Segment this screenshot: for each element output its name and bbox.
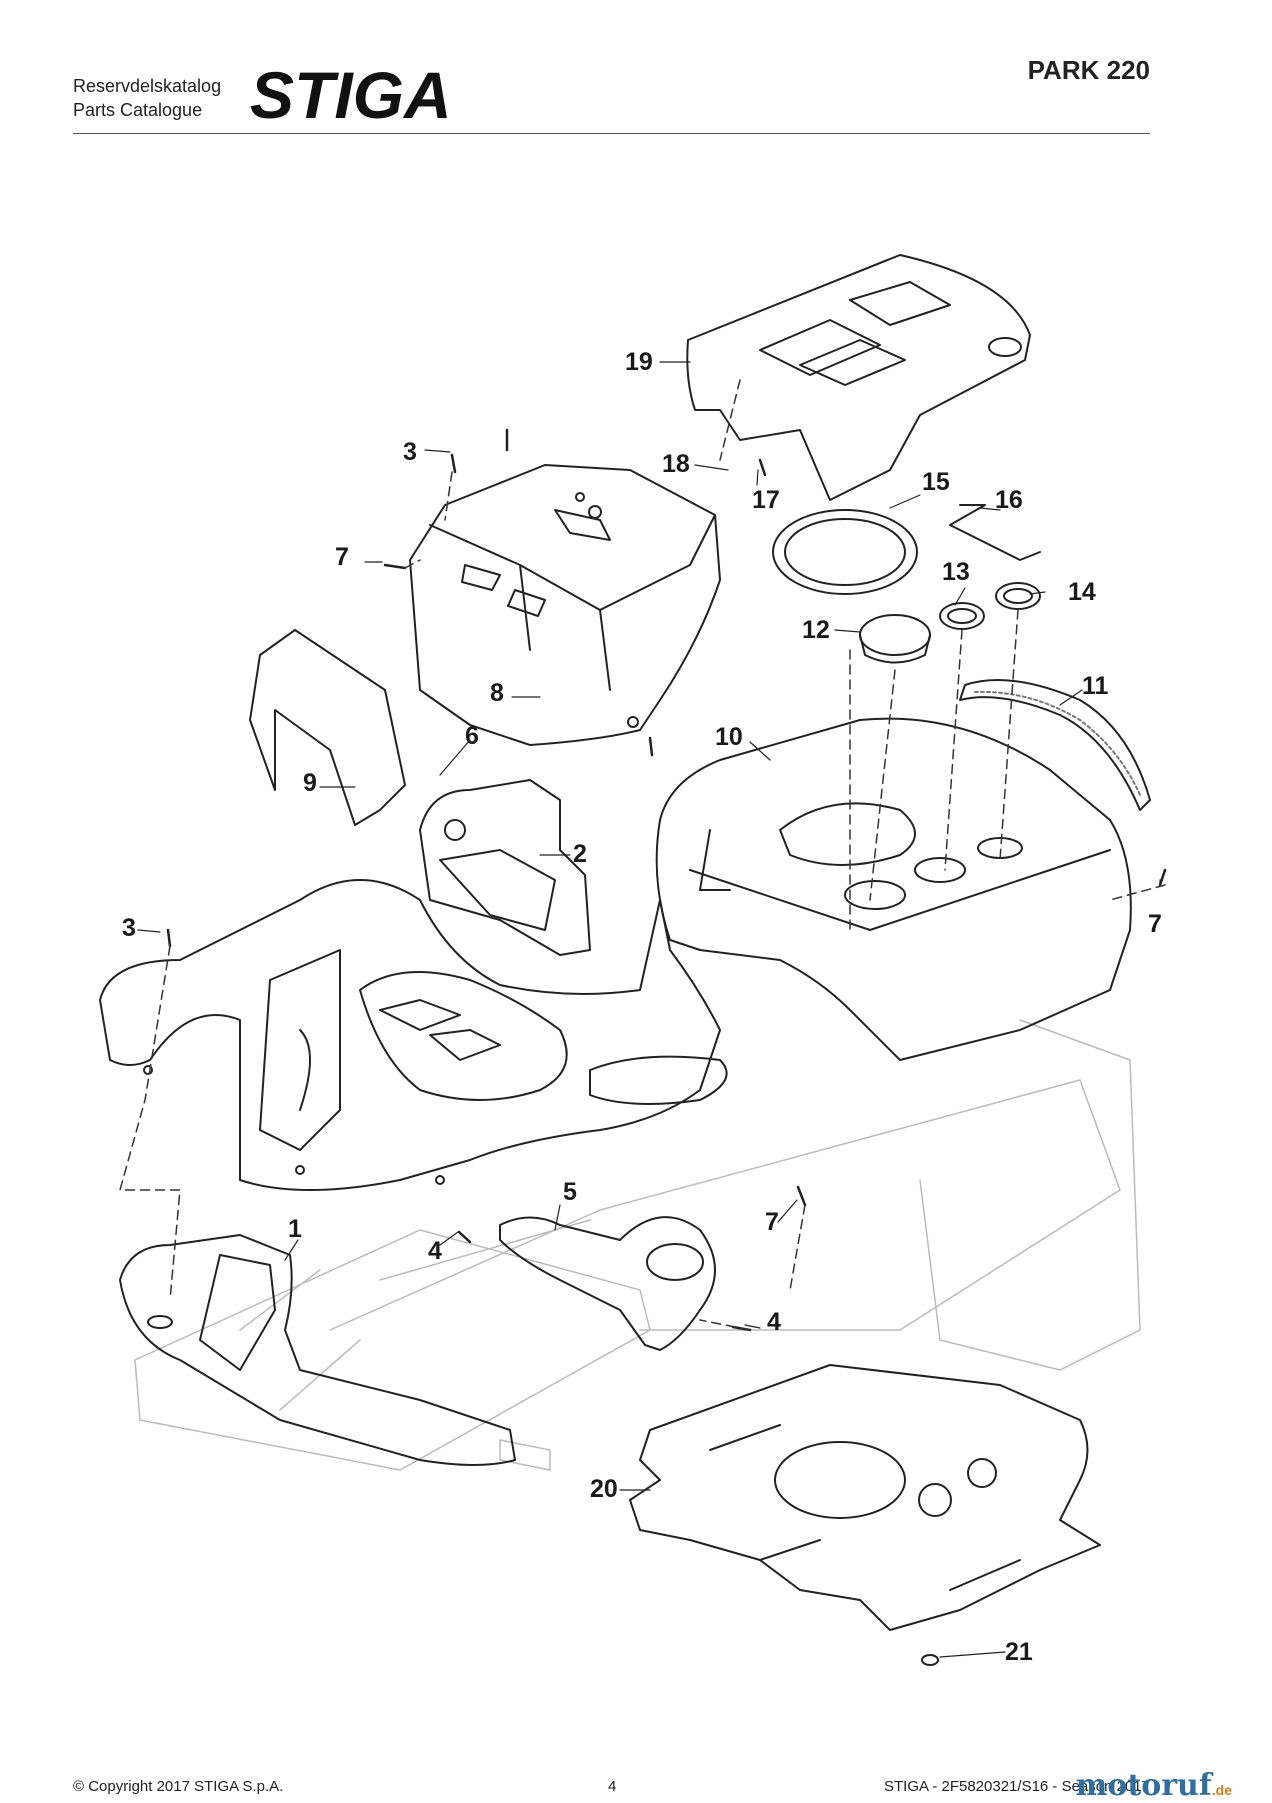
- callout-16: 16: [995, 486, 1023, 514]
- part-11-grille: [959, 679, 1151, 811]
- callout-4-right: 4: [767, 1308, 781, 1336]
- part-8-console: [409, 464, 721, 746]
- stiga-logo: STIGA: [250, 62, 452, 128]
- chassis-frame-ghost: [134, 1019, 1141, 1471]
- callout-8: 8: [490, 679, 504, 707]
- callout-20: 20: [590, 1475, 618, 1503]
- part-20-floor-mat: [629, 1364, 1101, 1631]
- callout-6: 6: [465, 722, 479, 750]
- watermark-tld: .de: [1211, 1782, 1232, 1798]
- callout-3-top: 3: [403, 438, 417, 466]
- callout-2: 2: [573, 840, 587, 868]
- callout-5: 5: [563, 1178, 577, 1206]
- header-subtitle-swedish: Reservdelskatalog: [73, 76, 222, 96]
- part-1-bumper: [119, 1234, 516, 1466]
- header-subtitle-english: Parts Catalogue: [73, 100, 203, 120]
- part-14-seal: [995, 582, 1041, 610]
- footer-copyright: © Copyright 2017 STIGA S.p.A.: [73, 1778, 284, 1795]
- callout-18: 18: [662, 450, 690, 478]
- callout-10: 10: [715, 723, 743, 751]
- header-divider: [73, 133, 1150, 134]
- callout-21: 21: [1005, 1638, 1033, 1666]
- callout-17: 17: [752, 486, 780, 514]
- callout-3-left: 3: [122, 914, 136, 942]
- callout-9: 9: [303, 769, 317, 797]
- callout-7-right: 7: [1148, 910, 1162, 938]
- leader-lines: [137, 361, 1161, 1658]
- part-5-bracket: [499, 1216, 716, 1351]
- model-title: PARK 220: [1027, 55, 1150, 85]
- watermark: motoruf.de: [1076, 1768, 1232, 1803]
- part-13-seal: [939, 602, 985, 630]
- callout-11: 11: [1082, 672, 1109, 700]
- assembly-lines: [119, 379, 1166, 1331]
- exploded-parts-diagram: 19 3 18 17 15 16 7 13 14 12 8 11 9 6 10 …: [99, 254, 1167, 1666]
- main-body-pan: [99, 879, 728, 1191]
- part-2-tray: [419, 779, 591, 956]
- part-16-rod: [949, 504, 1041, 561]
- watermark-main: motoruf: [1075, 1768, 1212, 1803]
- part-10-rear-body: [655, 717, 1132, 1061]
- callout-14: 14: [1068, 578, 1096, 606]
- callout-7-bottom: 7: [765, 1208, 779, 1236]
- callout-4-left: 4: [428, 1237, 442, 1265]
- screws: [166, 428, 1167, 1332]
- callout-15: 15: [922, 468, 950, 496]
- part-12-cap: [859, 614, 931, 664]
- footer-document-id: STIGA - 2F5820321/S16 - Season 2017: [883, 1778, 1150, 1795]
- footer-page-number: 4: [608, 1778, 617, 1795]
- callout-1: 1: [288, 1215, 302, 1243]
- part-21-grommet: [921, 1654, 939, 1666]
- callout-12: 12: [802, 616, 830, 644]
- callout-labels: 19 3 18 17 15 16 7 13 14 12 8 11 9 6 10 …: [122, 348, 1162, 1666]
- callout-19: 19: [625, 348, 653, 376]
- part-9-front-cowl: [249, 629, 406, 826]
- callout-13: 13: [942, 558, 970, 586]
- callout-7-left: 7: [335, 543, 349, 571]
- stiga-logo-text: STIGA: [250, 62, 452, 128]
- part-15-ring: [772, 509, 918, 595]
- part-19-rear-cover: [686, 254, 1031, 501]
